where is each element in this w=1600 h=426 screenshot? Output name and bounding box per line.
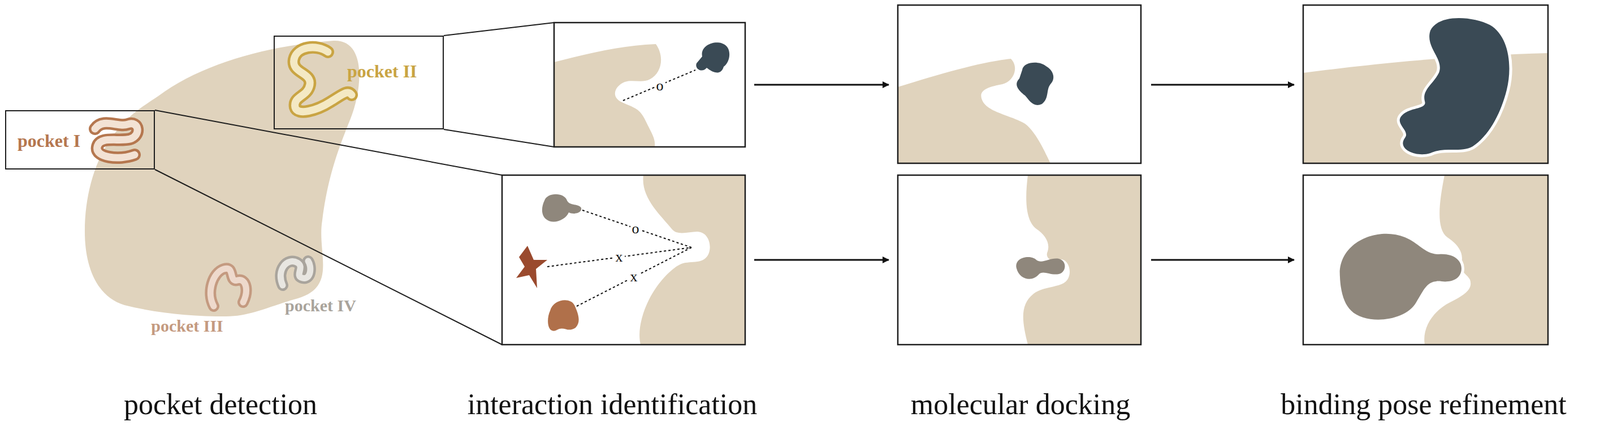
- pocket-iii-shape: [210, 268, 246, 307]
- flow-arrow: [754, 84, 889, 86]
- zoom-leader: [443, 129, 555, 147]
- protein-surface: [1023, 175, 1141, 345]
- ligand: [695, 42, 730, 73]
- pocket-iv-shape: [280, 261, 311, 286]
- protein-surface: [639, 175, 746, 345]
- interaction-line: [576, 247, 692, 307]
- flow-arrow: [1151, 84, 1295, 86]
- ligand: [542, 194, 582, 223]
- ligand: [1399, 18, 1510, 155]
- ligand: [1339, 234, 1462, 320]
- interaction-mark: o: [654, 78, 666, 95]
- zoom-panel: [554, 22, 746, 147]
- zoom-leader: [443, 22, 555, 36]
- interaction-line: [547, 247, 692, 267]
- zoom-leader: [154, 110, 503, 176]
- refinement-panel: [1303, 5, 1548, 164]
- pocket-iii-shape: [210, 268, 246, 307]
- ligand: [547, 300, 579, 331]
- pocket-iv-shape: [280, 261, 311, 286]
- interaction-line: [623, 70, 696, 101]
- stage-caption: pocket detection: [123, 388, 318, 421]
- pocket-ii-shape: [293, 47, 352, 112]
- protein-surface: [554, 44, 661, 147]
- pocket-label: pocket II: [347, 61, 418, 82]
- docking-panel: [897, 175, 1141, 345]
- interaction-mark: o: [630, 221, 642, 238]
- pocket-label: pocket I: [17, 131, 81, 151]
- flow-arrow: [1151, 259, 1295, 262]
- docking-panel: [897, 5, 1141, 164]
- stage-caption: molecular docking: [910, 388, 1131, 421]
- pocket-ii-shape: [293, 47, 352, 112]
- interaction-mark: x: [613, 249, 625, 266]
- interaction-line: [582, 210, 692, 248]
- ligand: [516, 245, 548, 289]
- pocket-label: pocket IV: [284, 296, 357, 315]
- protein-blob: [84, 40, 360, 317]
- ligand: [1015, 257, 1065, 280]
- ligand: [1016, 62, 1054, 106]
- stage-caption: binding pose refinement: [1280, 388, 1567, 421]
- pocket-label: pocket III: [150, 316, 224, 336]
- zoom-panel: [502, 175, 746, 345]
- pocket-box: pocket II: [273, 35, 444, 130]
- stage-caption: interaction identification: [467, 388, 758, 421]
- pocket-i-shape: [94, 123, 138, 158]
- pocket-i-shape: [94, 123, 138, 158]
- flow-arrow: [754, 259, 889, 262]
- interaction-mark: x: [628, 269, 640, 286]
- refinement-panel: [1303, 175, 1548, 345]
- pocket-box: pocket I: [5, 110, 155, 170]
